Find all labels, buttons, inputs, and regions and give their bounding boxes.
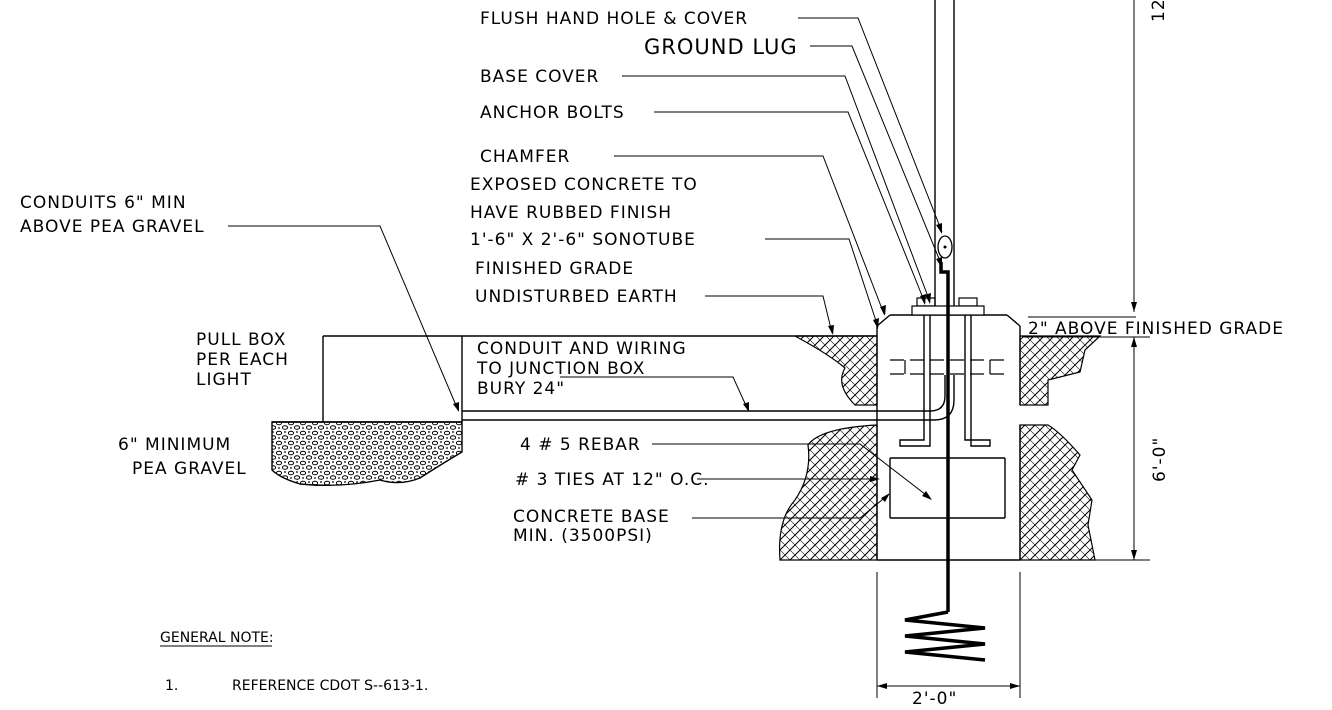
label-concrete-base-2: MIN. (3500PSI) (513, 526, 653, 546)
dimension-width: 2'-0" (912, 689, 957, 709)
pull-box (272, 335, 877, 423)
dimension-height: 12 (1149, 0, 1169, 22)
label-flush-hand-hole: FLUSH HAND HOLE & COVER (480, 9, 748, 29)
label-conduits-1: CONDUITS 6" MIN (20, 193, 187, 213)
general-note-item: REFERENCE CDOT S--613-1. (232, 678, 428, 694)
dimension-lines (876, 0, 1150, 698)
label-base-cover: BASE COVER (480, 67, 599, 87)
label-chamfer: CHAMFER (480, 147, 570, 167)
label-above-grade: 2" ABOVE FINISHED GRADE (1028, 319, 1284, 339)
label-concrete-base-1: CONCRETE BASE (513, 507, 670, 527)
label-conduits-2: ABOVE PEA GRAVEL (20, 217, 205, 237)
leader-lines (228, 17, 943, 519)
label-ties: # 3 TIES AT 12" O.C. (515, 470, 710, 490)
label-pea-gravel-1: 6" MINIMUM (118, 435, 231, 455)
label-conduit-wiring-2: TO JUNCTION BOX (476, 359, 645, 379)
label-rebar: 4 # 5 REBAR (520, 435, 641, 455)
label-exposed-concrete-1: EXPOSED CONCRETE TO (470, 175, 698, 195)
label-exposed-concrete-2: HAVE RUBBED FINISH (470, 203, 672, 223)
pea-gravel (271, 421, 463, 487)
general-note: GENERAL NOTE: 1. REFERENCE CDOT S--613-1… (160, 630, 428, 694)
pole (911, 0, 985, 316)
label-pull-box-3: LIGHT (196, 370, 252, 390)
label-ground-lug: GROUND LUG (644, 35, 798, 59)
label-sonotube: 1'-6" X 2'-6" SONOTUBE (470, 230, 696, 250)
label-conduit-wiring-3: BURY 24" (477, 379, 565, 399)
label-anchor-bolts: ANCHOR BOLTS (480, 103, 625, 123)
label-pull-box-2: PER EACH (196, 350, 289, 370)
ground-wire (904, 262, 986, 662)
anchor-bolts (899, 297, 991, 447)
label-conduit-wiring-1: CONDUIT AND WIRING (477, 339, 687, 359)
earth-hatch (778, 335, 1102, 561)
dimension-depth: 6'-0" (1150, 437, 1170, 482)
label-finished-grade: FINISHED GRADE (475, 259, 634, 279)
general-note-number: 1. (165, 678, 178, 694)
general-note-heading: GENERAL NOTE: (160, 630, 274, 646)
label-pea-gravel-2: PEA GRAVEL (132, 459, 247, 479)
label-undisturbed-earth: UNDISTURBED EARTH (475, 287, 678, 307)
label-pull-box-1: PULL BOX (196, 330, 286, 350)
